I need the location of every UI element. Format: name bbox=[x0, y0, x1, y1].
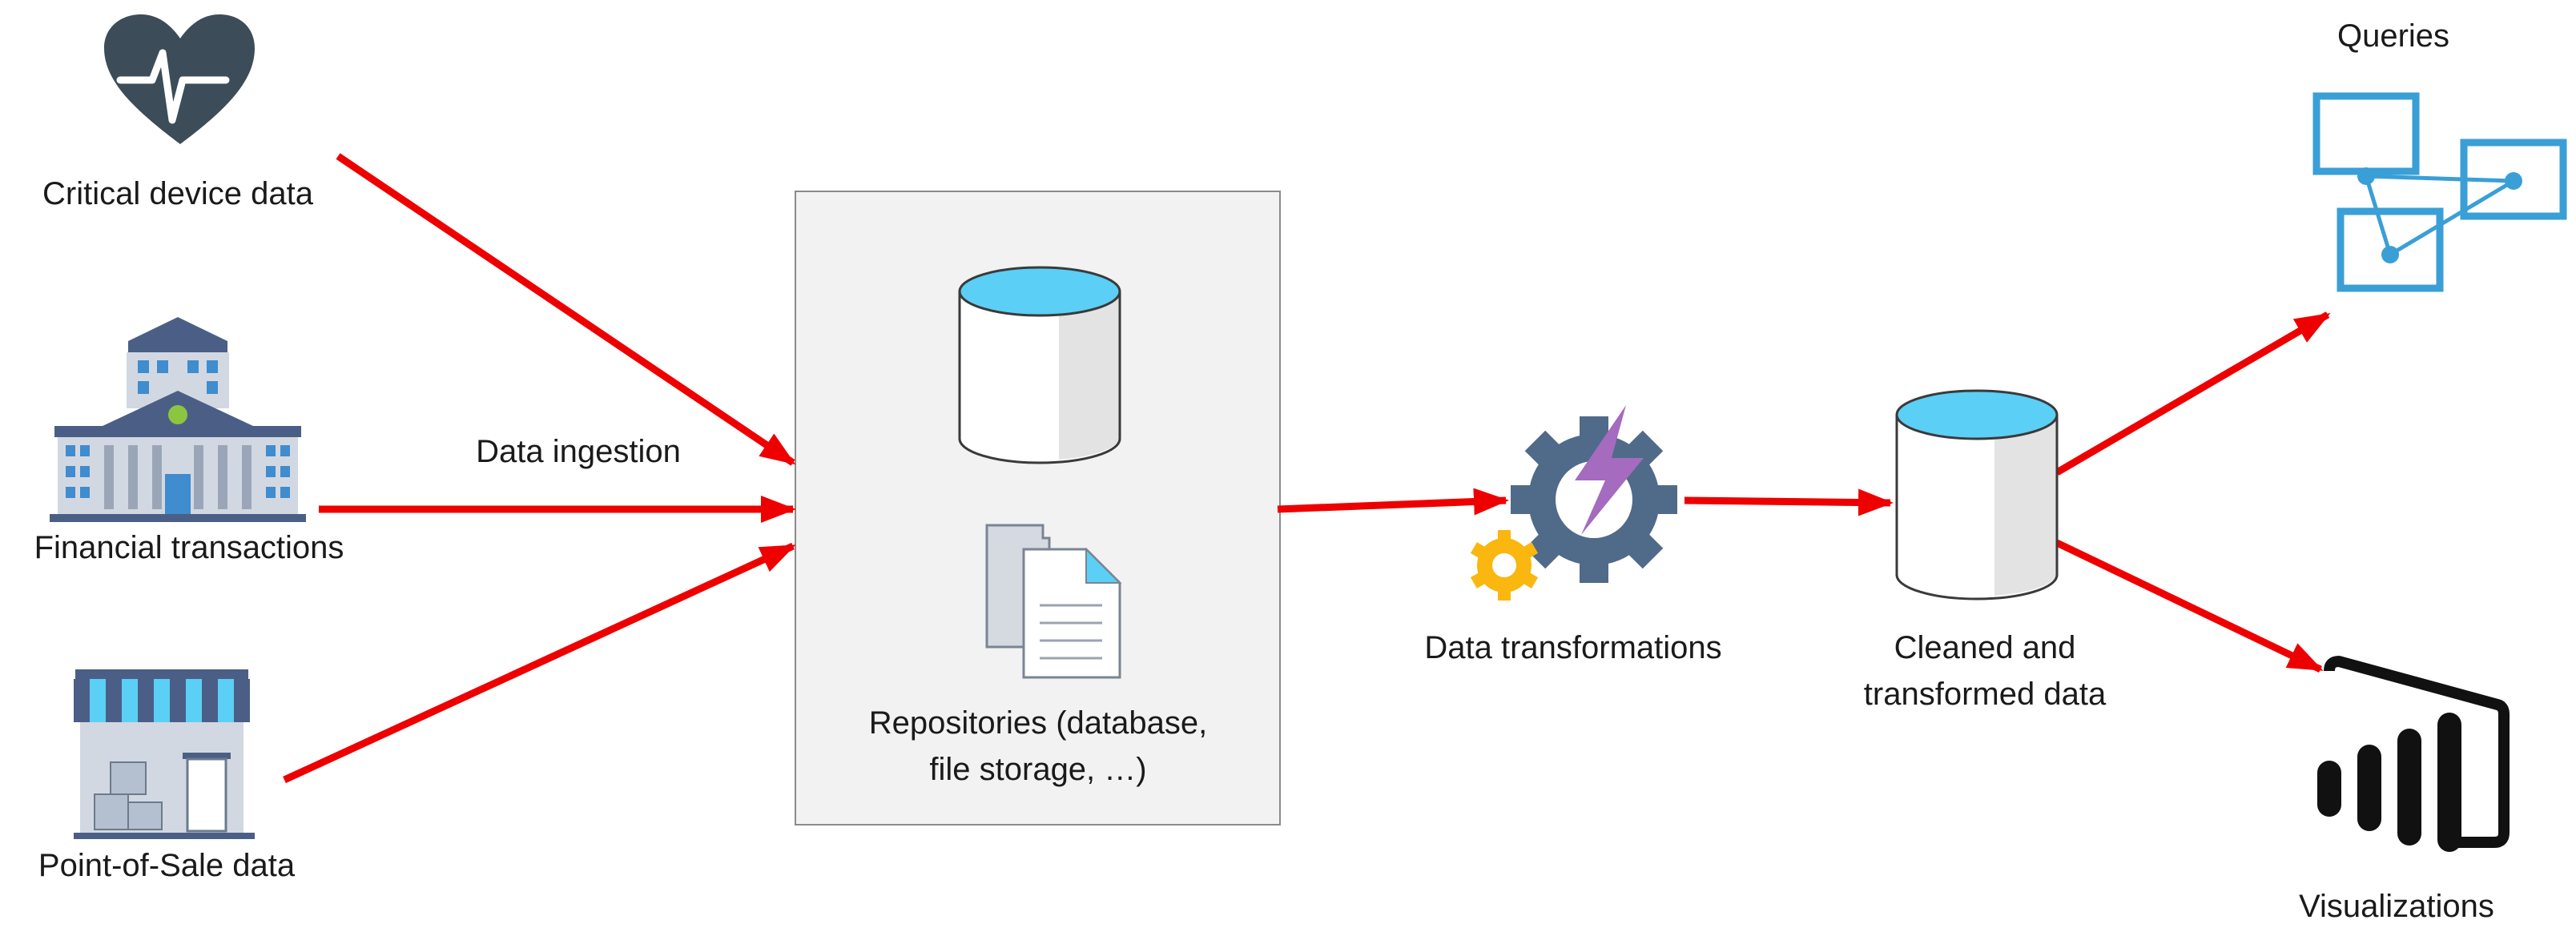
documents-icon bbox=[985, 524, 1122, 679]
arrow-repo-to-transform bbox=[1277, 488, 1509, 516]
repository-label-line2: file storage, …) bbox=[929, 752, 1147, 787]
bank-building-icon bbox=[50, 317, 306, 522]
ingestion-label: Data ingestion bbox=[476, 434, 681, 469]
query-nodes-icon bbox=[2312, 92, 2567, 292]
arrow-cleaned-to-visualizations bbox=[2055, 539, 2324, 673]
repository-label-line1: Repositories (database, bbox=[868, 705, 1208, 741]
source-label-critical-device: Critical device data bbox=[42, 176, 313, 211]
cleaned-label-line2: transformed data bbox=[1863, 677, 2107, 712]
output-label-queries: Queries bbox=[2337, 18, 2450, 54]
source-label-pos: Point-of-Sale data bbox=[38, 848, 296, 883]
arrow-device-to-repo bbox=[336, 153, 796, 466]
power-bi-icon bbox=[2317, 656, 2510, 852]
arrow-pos-to-repo bbox=[283, 542, 796, 784]
arrow-transform-to-cleaned bbox=[1684, 488, 1894, 516]
arrow-cleaned-to-queries bbox=[2055, 311, 2331, 476]
flow-arrows bbox=[283, 153, 2331, 784]
heart-pulse-icon bbox=[104, 14, 255, 144]
cleaned-label-line1: Cleaned and bbox=[1894, 630, 2076, 665]
output-label-visualizations: Visualizations bbox=[2299, 889, 2494, 924]
source-label-financial: Financial transactions bbox=[34, 530, 344, 565]
transformations-label: Data transformations bbox=[1424, 630, 1722, 665]
cleaned-database-icon bbox=[1895, 389, 2059, 601]
database-icon bbox=[958, 266, 1121, 464]
store-front-icon bbox=[74, 669, 255, 839]
gear-lightning-icon bbox=[1470, 405, 1677, 601]
